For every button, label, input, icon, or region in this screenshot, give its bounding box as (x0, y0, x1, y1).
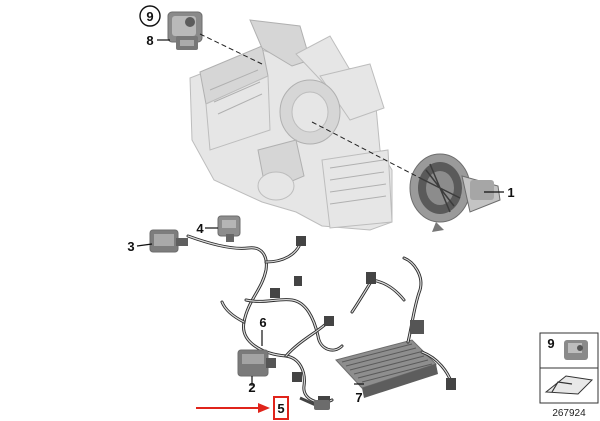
actuator-part-9-drawing (167, 11, 203, 50)
callout-9-label: 9 (146, 9, 153, 24)
temperature-sensor-part-5-drawing (299, 396, 330, 410)
legend-scope-arrow-icon (544, 375, 594, 395)
heater-element-part-7-drawing (335, 256, 456, 398)
callout-7-label: 7 (355, 390, 362, 405)
callout-1-label: 1 (507, 185, 514, 200)
callout-5-label: 5 (277, 401, 284, 416)
callout-3-label: 3 (127, 239, 134, 254)
callout-9: 9 (139, 5, 161, 27)
callout-5-highlight-box (273, 396, 289, 420)
sensor-part-4-drawing (217, 215, 241, 242)
red-pointer-arrow-icon (196, 403, 270, 413)
blower-motor-part-1-drawing (409, 153, 501, 232)
callout-8-label: 8 (146, 33, 153, 48)
control-module-part-2-drawing (237, 349, 276, 377)
legend-part-number: 9 (547, 336, 554, 351)
callout-5: 5 (273, 396, 289, 420)
callout-4-label: 4 (196, 221, 204, 236)
diagram-number: 267924 (552, 408, 586, 419)
legend-actuator-thumbnail (564, 340, 588, 360)
legend-box: 9 (539, 332, 599, 404)
callout-2-label: 2 (248, 380, 255, 395)
resistor-part-3-drawing (149, 229, 188, 253)
heater-housing-assembly (189, 19, 393, 231)
leader-lines (136, 33, 504, 386)
callout-6-label: 6 (259, 315, 266, 330)
